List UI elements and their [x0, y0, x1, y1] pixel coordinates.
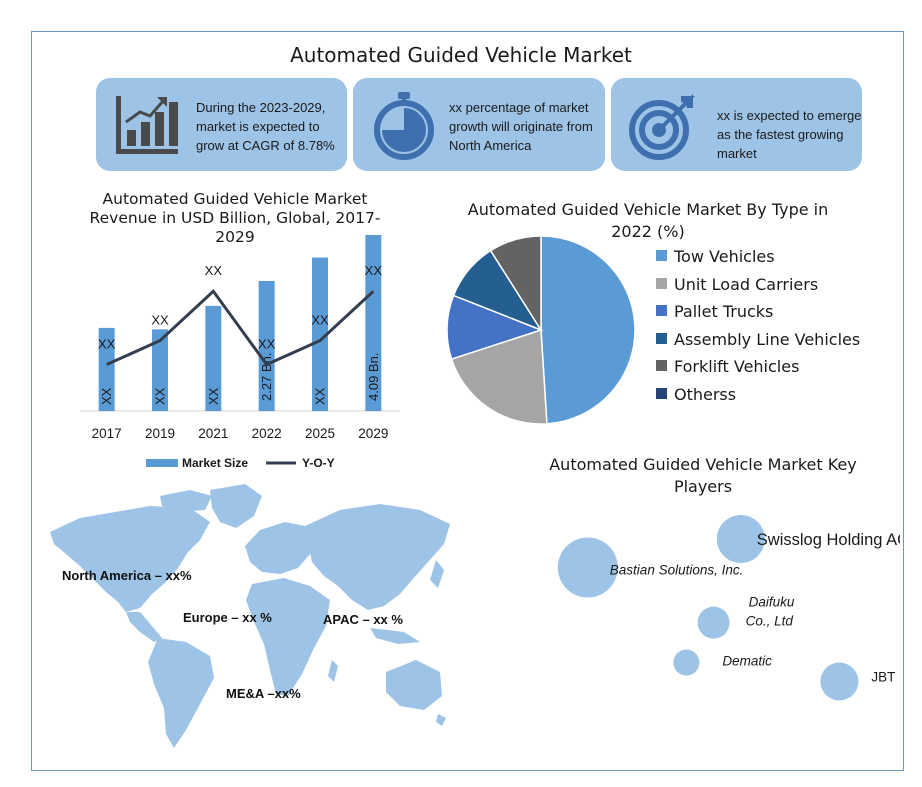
- yoy-line: [106, 288, 375, 367]
- bubble-label-line: Daifuku: [749, 595, 795, 610]
- bar-2022: [258, 280, 275, 411]
- x-tick-2022: 2022: [252, 426, 282, 441]
- type-pie-chart: [446, 235, 636, 425]
- bar-2021: [205, 305, 222, 411]
- target-icon: [629, 94, 695, 160]
- x-tick-2019: 2019: [145, 426, 175, 441]
- key-players-bubble-chart: Swisslog Holding AG Bastian Solutions, In…: [557, 515, 900, 701]
- bar-label-2019: XX: [153, 387, 168, 405]
- pie-legend-swatch: [656, 332, 667, 344]
- pie-legend-label: Otherss: [674, 384, 737, 404]
- pie-slice-unit-load-carriers: [450, 328, 548, 425]
- players-chart-title: Automated Guided Vehicle Market Key Play…: [549, 455, 857, 496]
- pie-legend-label: Tow Vehicles: [674, 247, 775, 266]
- bubble-dematic: [673, 649, 700, 676]
- revenue-bar-chart: XX 2017 XX 2019 XX 2021 2.27 Bn. 2022 XX 2025 4.09…: [80, 235, 400, 470]
- bubble-label-jbt: JBT: [871, 670, 895, 685]
- stopwatch-icon: [374, 92, 434, 160]
- bar-growth-icon: [116, 96, 178, 154]
- bubble-jbt: [820, 662, 859, 701]
- pie-legend-item: Forklift Vehicles: [656, 357, 860, 385]
- x-tick-2017: 2017: [92, 426, 122, 441]
- bar-label-2029: 4.09 Bn.: [366, 353, 381, 401]
- legend-label-yoy: Y-O-Y: [302, 456, 335, 470]
- pie-legend-label: Forklift Vehicles: [674, 357, 800, 376]
- bar-label-2022: 2.27 Bn.: [259, 353, 274, 401]
- bar-2019: [152, 329, 168, 411]
- pie-slice-tow-vehicles: [540, 235, 636, 425]
- bar-2017: [98, 327, 115, 411]
- pie-legend-swatch: [656, 387, 667, 399]
- pie-legend-swatch: [656, 360, 667, 371]
- pie-legend-label: Unit Load Carriers: [674, 274, 819, 294]
- bar-2029: [365, 235, 382, 411]
- line-label-2022: XX: [258, 337, 276, 352]
- legend-label-market-size: Market Size: [182, 456, 248, 470]
- infographic-frame: [31, 31, 904, 771]
- line-label-2017: XX: [98, 337, 116, 352]
- region-share-text: xx percentage of market growth will orig…: [449, 100, 593, 153]
- fastest-growing-text: xx is expected to emerge as the fastest …: [717, 108, 862, 161]
- cagr-card: During the 2023-2029, market is expected…: [96, 78, 347, 171]
- pie-legend-label: Pallet Trucks: [674, 302, 774, 321]
- pie-legend-swatch: [656, 250, 667, 261]
- line-label-2029: XX: [365, 263, 383, 278]
- pie-slice-pallet-trucks: [446, 294, 544, 360]
- x-tick-2029: 2029: [358, 426, 388, 441]
- pie-legend-swatch: [656, 277, 667, 289]
- bubble-label-bastian-solutions-inc: Bastian Solutions, Inc.: [610, 563, 744, 578]
- x-tick-2021: 2021: [198, 426, 228, 441]
- pie-legend-label: Assembly Line Vehicles: [674, 329, 861, 349]
- pie-legend-swatch: [656, 305, 667, 316]
- bar-chart-title: Automated Guided Vehicle Market Revenue …: [89, 190, 381, 246]
- pie-legend-item: Unit Load Carriers: [656, 275, 860, 303]
- bubble-daifuku-co-ltd: [697, 606, 730, 639]
- region-share-card: xx percentage of market growth will orig…: [353, 78, 605, 171]
- bubble-swisslog-holding-ag: [716, 515, 765, 563]
- pie-slice-forklift-vehicles: [489, 235, 542, 333]
- x-tick-2025: 2025: [305, 426, 335, 441]
- bar-label-2025: XX: [313, 387, 328, 405]
- pie-legend-item: Assembly Line Vehicles: [656, 330, 860, 358]
- bar-label-2021: XX: [206, 387, 221, 405]
- line-label-2025: XX: [311, 313, 329, 328]
- region-europe: Europe – xx %: [183, 610, 272, 625]
- bar-label-2017: XX: [99, 387, 114, 405]
- legend-swatch-market-size: [146, 459, 178, 467]
- region-mea: ME&A –xx%: [226, 686, 301, 701]
- bubble-label-swisslog-holding-ag: Swisslog Holding AG: [757, 531, 900, 549]
- fastest-growing-card: xx is expected to emerge as the fastest …: [611, 78, 862, 171]
- line-label-2021: XX: [205, 263, 223, 278]
- region-apac: APAC – xx %: [323, 612, 403, 627]
- pie-legend-item: Otherss: [656, 385, 860, 413]
- bubble-label-line: Co., Ltd: [746, 614, 794, 629]
- region-north-america: North America – xx%: [62, 568, 192, 583]
- pie-legend-item: Tow Vehicles: [656, 247, 860, 275]
- cagr-text: During the 2023-2029, market is expected…: [196, 100, 335, 153]
- line-label-2019: XX: [151, 313, 169, 328]
- bubble-bastian-solutions-inc: [557, 537, 618, 598]
- pie-chart-title: Automated Guided Vehicle Market By Type …: [467, 200, 829, 241]
- world-map: [50, 484, 450, 748]
- bar-2025: [312, 257, 328, 411]
- pie-legend-item: Pallet Trucks: [656, 302, 860, 330]
- page-title: Automated Guided Vehicle Market: [290, 43, 632, 67]
- bubble-label-dematic: Dematic: [722, 654, 772, 669]
